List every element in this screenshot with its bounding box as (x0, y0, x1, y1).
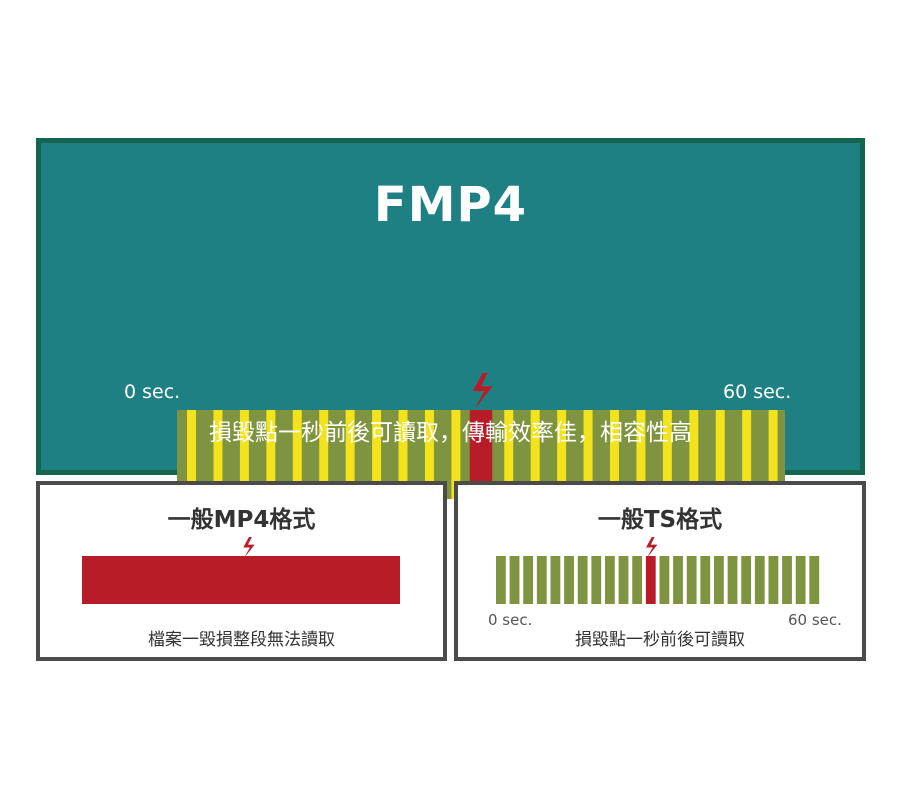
fmp4-segment-stripe (662, 410, 672, 499)
ts-panel: 一般TS格式 0 sec. 60 sec. 損毀點一秒前後可讀取 (454, 481, 866, 661)
fmp4-segment-stripe (557, 410, 567, 499)
fmp4-segment-stripe (610, 410, 619, 499)
fmp4-segment-stripe (345, 410, 355, 499)
fmp4-segment-stripe (636, 410, 646, 499)
ts-segment (632, 556, 643, 604)
lightning-bolt-icon (243, 537, 255, 558)
ts-tick-start: 0 sec. (488, 611, 533, 629)
fmp4-tick-end: 60 sec. (723, 381, 792, 403)
fmp4-title: FMP4 (373, 177, 528, 233)
ts-segment (536, 556, 547, 604)
ts-segment (782, 556, 792, 604)
fmp4-segment-stripe (768, 410, 778, 499)
ts-segment (795, 556, 806, 604)
ts-segment-bar (496, 537, 820, 604)
ts-segment (618, 556, 629, 604)
ts-segment (673, 556, 683, 604)
ts-damaged-segment (645, 556, 656, 604)
ts-segment (496, 556, 506, 604)
fmp4-segment-stripe (292, 410, 302, 499)
ts-caption: 損毀點一秒前後可讀取 (575, 630, 745, 650)
ts-segment (768, 556, 779, 604)
ts-segment (714, 556, 724, 604)
fmp4-segment-stripe (213, 410, 223, 499)
lightning-bolt-icon (646, 537, 658, 558)
fmp4-damaged-segment (469, 410, 493, 499)
mp4-caption: 檔案一毀損整段無法讀取 (148, 630, 335, 650)
fmp4-segment-stripe (239, 410, 249, 499)
ts-segment (550, 556, 561, 604)
fmp4-panel: FMP4 0 sec. 60 sec. 損毀點一秒前後可讀取，傳輸效率佳，相容性… (36, 138, 865, 499)
fmp4-segment-stripe (424, 410, 434, 499)
fmp4-segment-stripe (689, 410, 699, 499)
fmp4-caption: 損毀點一秒前後可讀取，傳輸效率佳，相容性高 (209, 420, 692, 446)
ts-segment (659, 556, 670, 604)
fmp4-tick-start: 0 sec. (124, 381, 181, 403)
ts-segment (700, 556, 711, 604)
ts-tick-end: 60 sec. (788, 611, 842, 629)
ts-segment (741, 556, 752, 604)
ts-segment (686, 556, 697, 604)
fmp4-segment-stripe (530, 410, 540, 499)
lightning-bolt-icon (472, 373, 493, 410)
fmp4-segment-stripe (583, 410, 593, 499)
fmp4-segment-stripe (715, 410, 725, 499)
ts-title: 一般TS格式 (597, 507, 723, 533)
ts-segment (591, 556, 602, 604)
fmp4-segment-stripe (372, 410, 382, 499)
ts-segment (727, 556, 738, 604)
fmp4-segment-stripe (266, 410, 276, 499)
fmp4-segment-stripe (187, 410, 197, 499)
mp4-title: 一般MP4格式 (167, 507, 316, 533)
fmp4-segment-stripe (398, 410, 408, 499)
mp4-solid-bar (82, 537, 400, 604)
ts-segment (564, 556, 574, 604)
ts-segment (809, 556, 820, 604)
mp4-damaged-bar (82, 556, 400, 604)
mp4-panel: 一般MP4格式 檔案一毀損整段無法讀取 (36, 481, 447, 661)
fmp4-segment-bar (177, 373, 785, 499)
ts-segment (577, 556, 588, 604)
ts-segment (523, 556, 534, 604)
fmp4-segment-stripe (451, 410, 461, 499)
ts-segment (605, 556, 615, 604)
ts-segment (754, 556, 765, 604)
fmp4-segment-stripe (504, 410, 514, 499)
fmp4-segment-stripe (742, 410, 752, 499)
fmp4-segment-stripe (319, 410, 329, 499)
ts-segment (509, 556, 520, 604)
